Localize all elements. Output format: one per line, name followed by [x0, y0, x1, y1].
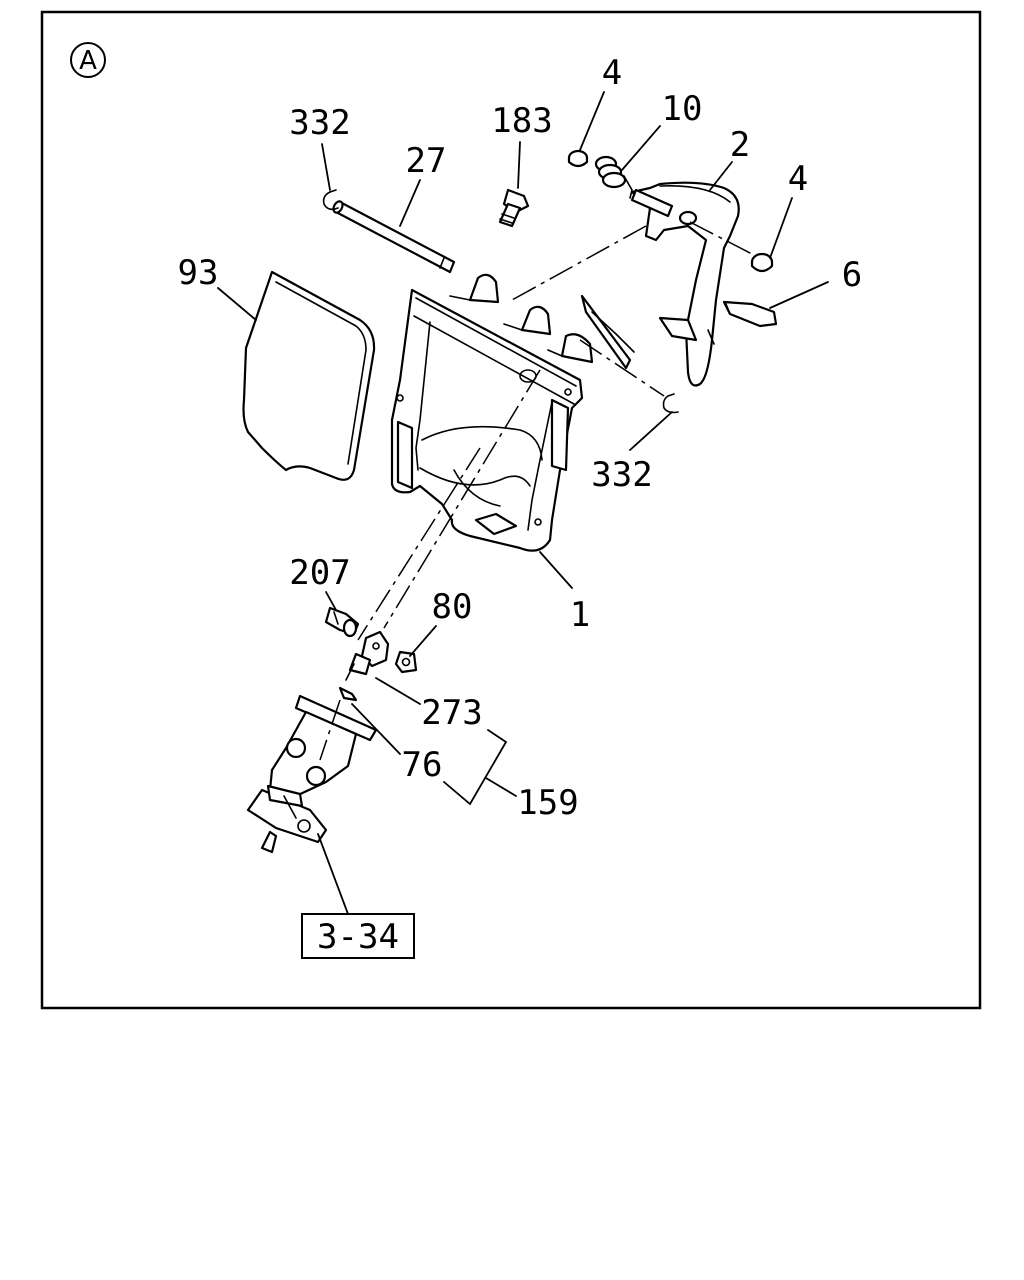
callout-labels: 332 183 4 10 2 27 4 93 6 332 207 80 1 27…	[178, 53, 863, 823]
diagram-frame	[40, 10, 982, 1010]
callout-10: 10	[662, 89, 703, 129]
callout-6: 6	[842, 255, 862, 295]
part-pedal-bracket	[390, 273, 635, 552]
part-master-cylinder	[246, 694, 378, 854]
reference-box: 3-34	[301, 913, 415, 959]
view-marker-label: A	[79, 46, 97, 76]
part-pedal-pad	[722, 300, 778, 328]
callout-27: 27	[406, 141, 447, 181]
part-bolt	[498, 188, 530, 228]
part-return-spring	[594, 155, 633, 199]
callout-80: 80	[432, 587, 473, 627]
alignment-lines	[319, 221, 753, 761]
part-pivot-shaft	[332, 200, 456, 274]
callout-4-right: 4	[788, 159, 808, 199]
callout-4-top: 4	[602, 53, 622, 93]
part-bushing-top	[567, 149, 589, 168]
part-cover-plate	[242, 270, 376, 481]
callout-93: 93	[178, 253, 219, 293]
callout-207: 207	[289, 553, 350, 593]
part-e-clip-right	[662, 393, 679, 414]
callout-183: 183	[491, 101, 552, 141]
leader-lines	[217, 91, 829, 915]
callout-332-right: 332	[591, 455, 652, 495]
part-clevis	[345, 630, 390, 681]
callout-1: 1	[570, 595, 590, 635]
view-marker: A	[70, 42, 106, 78]
callout-2: 2	[730, 125, 750, 165]
reference-box-label: 3-34	[317, 917, 399, 957]
callout-159: 159	[517, 783, 578, 823]
part-pedal-arm	[630, 181, 740, 387]
part-bushing-right	[750, 252, 774, 273]
part-push-rod	[338, 686, 358, 702]
part-nut	[394, 650, 418, 674]
callout-76: 76	[402, 745, 443, 785]
callout-332-top: 332	[289, 103, 350, 143]
part-switch	[324, 606, 360, 638]
callout-273: 273	[421, 693, 482, 733]
part-e-clip-top	[322, 189, 339, 211]
